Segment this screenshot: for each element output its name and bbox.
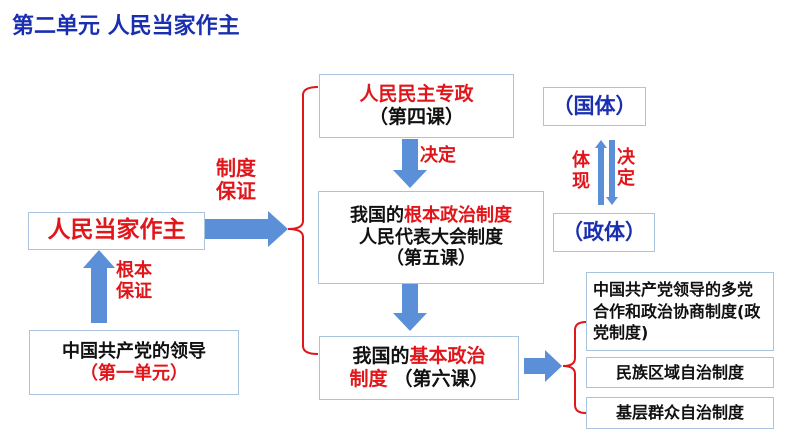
label-system-l2: 保证	[216, 179, 256, 203]
label-system-l1: 制度	[216, 156, 256, 180]
basic-prefix: 我国的	[352, 345, 410, 368]
main-node: 人民当家作主	[28, 212, 205, 250]
basic-highlight2: 制度	[349, 368, 388, 390]
basic-system-item-3: 基层群众自治制度	[586, 397, 774, 429]
arrow-down-fundamental	[393, 284, 427, 331]
label-decide-2: 决定	[617, 147, 635, 189]
arrow-up-thin	[595, 140, 607, 205]
label-root-l1: 根本	[116, 260, 152, 281]
arrow-up-party	[83, 250, 115, 323]
brace-right	[562, 321, 587, 414]
basic-lesson: （第六课）	[393, 368, 489, 390]
label-root-guarantee: 根本保证	[116, 260, 152, 302]
label-embody: 体现	[572, 150, 590, 192]
fundamental-line2: 人民代表大会制度	[359, 226, 503, 248]
label-system-guarantee: 制度保证	[216, 157, 256, 203]
basic-system-item-1: 中国共产党领导的多党合作和政治协商制度(政党制度)	[586, 272, 774, 351]
arrow-down-thin	[606, 140, 618, 205]
arrow-right-main	[205, 211, 288, 247]
dictatorship-title: 人民民主专政	[359, 83, 474, 106]
brace-left	[287, 86, 319, 355]
fundamental-system-box: 我国的根本政治制度 人民代表大会制度 （第五课）	[318, 191, 544, 284]
page-title: 第二单元 人民当家作主	[12, 14, 240, 39]
state-system-box: （国体）	[543, 87, 646, 126]
embody-l1: 体	[572, 150, 590, 171]
party-line1: 中国共产党的领导	[62, 340, 206, 362]
dictatorship-lesson: （第四课）	[368, 106, 464, 128]
government-system-box: （政体）	[553, 213, 655, 252]
dictatorship-box: 人民民主专政 （第四课）	[319, 74, 514, 138]
label-root-l2: 保证	[116, 280, 152, 302]
decide2-l2: 定	[617, 167, 635, 189]
basic-system-item-2: 民族区域自治制度	[586, 357, 774, 388]
fundamental-highlight: 根本政治制度	[404, 205, 512, 227]
decide2-l1: 决	[617, 147, 635, 168]
arrow-down-decide	[393, 139, 427, 188]
fundamental-lesson: （第五课）	[386, 248, 476, 270]
basic-system-box: 我国的基本政治 制度（第六课）	[319, 336, 519, 400]
label-decide: 决定	[420, 145, 456, 166]
arrow-right-basic	[524, 350, 562, 382]
embody-l2: 现	[572, 170, 590, 192]
basic-highlight: 基本政治	[409, 345, 486, 368]
party-line2: （第一单元）	[80, 362, 188, 384]
party-leadership-box: 中国共产党的领导 （第一单元）	[29, 330, 239, 395]
fundamental-prefix: 我国的	[350, 205, 404, 227]
